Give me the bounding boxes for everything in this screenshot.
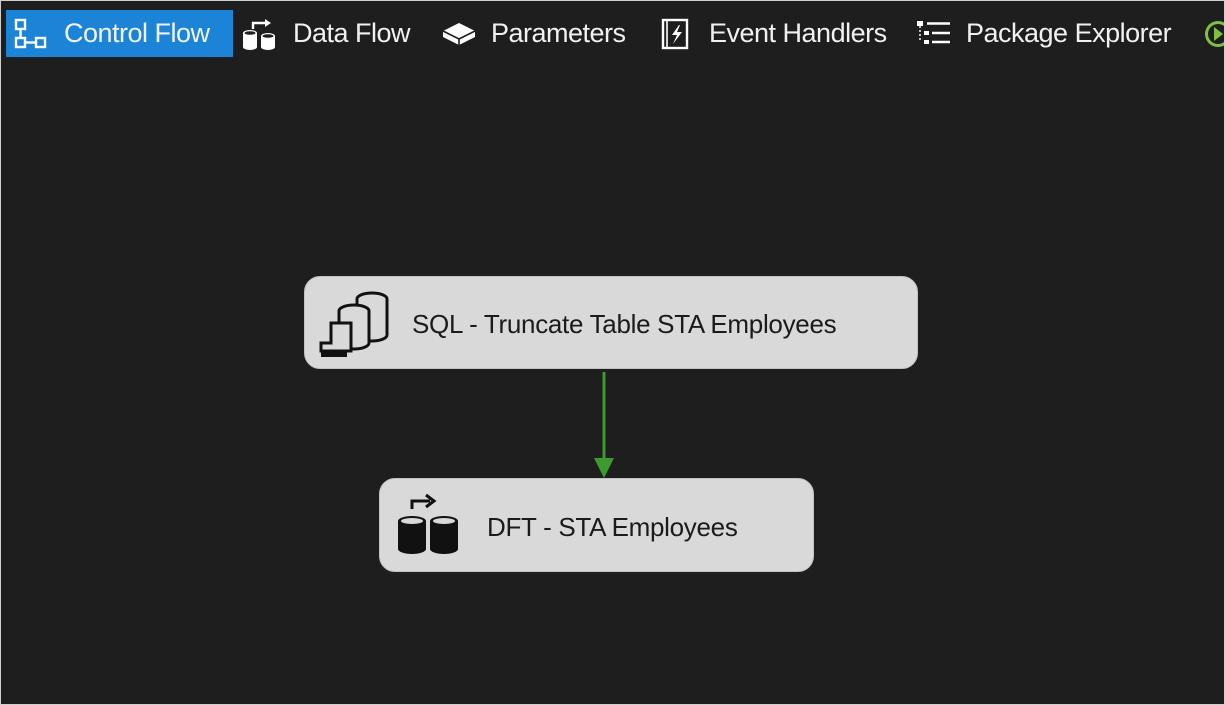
tab-package-explorer[interactable]: Package Explorer: [914, 10, 1172, 57]
data-flow-task-icon: [388, 491, 468, 566]
success-precedence-constraint[interactable]: [1, 59, 1224, 704]
designer-tab-bar: Control Flow Data Flow: [1, 1, 1224, 59]
tab-label: Package Explorer: [966, 18, 1172, 48]
progress-icon: [1201, 17, 1224, 51]
data-flow-task[interactable]: DFT - STA Employees: [379, 478, 814, 572]
tab-event-handlers[interactable]: Event Handlers: [657, 10, 887, 57]
tab-parameters[interactable]: Parameters: [439, 10, 626, 57]
execute-sql-task[interactable]: SQL - Truncate Table STA Employees: [304, 276, 918, 369]
data-flow-icon: [241, 17, 281, 51]
event-handlers-icon: [657, 17, 697, 51]
tab-label: Parameters: [491, 18, 626, 48]
tab-label: Data Flow: [293, 18, 411, 48]
task-label: DFT - STA Employees: [487, 512, 738, 542]
task-label: SQL - Truncate Table STA Employees: [412, 309, 837, 339]
tab-progress[interactable]: [1201, 10, 1224, 57]
control-flow-canvas[interactable]: SQL - Truncate Table STA Employees DFT -: [1, 59, 1224, 704]
tab-label: Control Flow: [64, 18, 210, 48]
execute-sql-task-icon: [317, 287, 393, 364]
arrow-head-icon: [594, 458, 614, 478]
package-explorer-icon: [914, 17, 954, 51]
tab-data-flow[interactable]: Data Flow: [241, 10, 411, 57]
tab-control-flow[interactable]: Control Flow: [6, 10, 233, 57]
tab-label: Event Handlers: [709, 18, 887, 48]
parameters-icon: [439, 17, 479, 51]
control-flow-icon: [12, 17, 52, 51]
